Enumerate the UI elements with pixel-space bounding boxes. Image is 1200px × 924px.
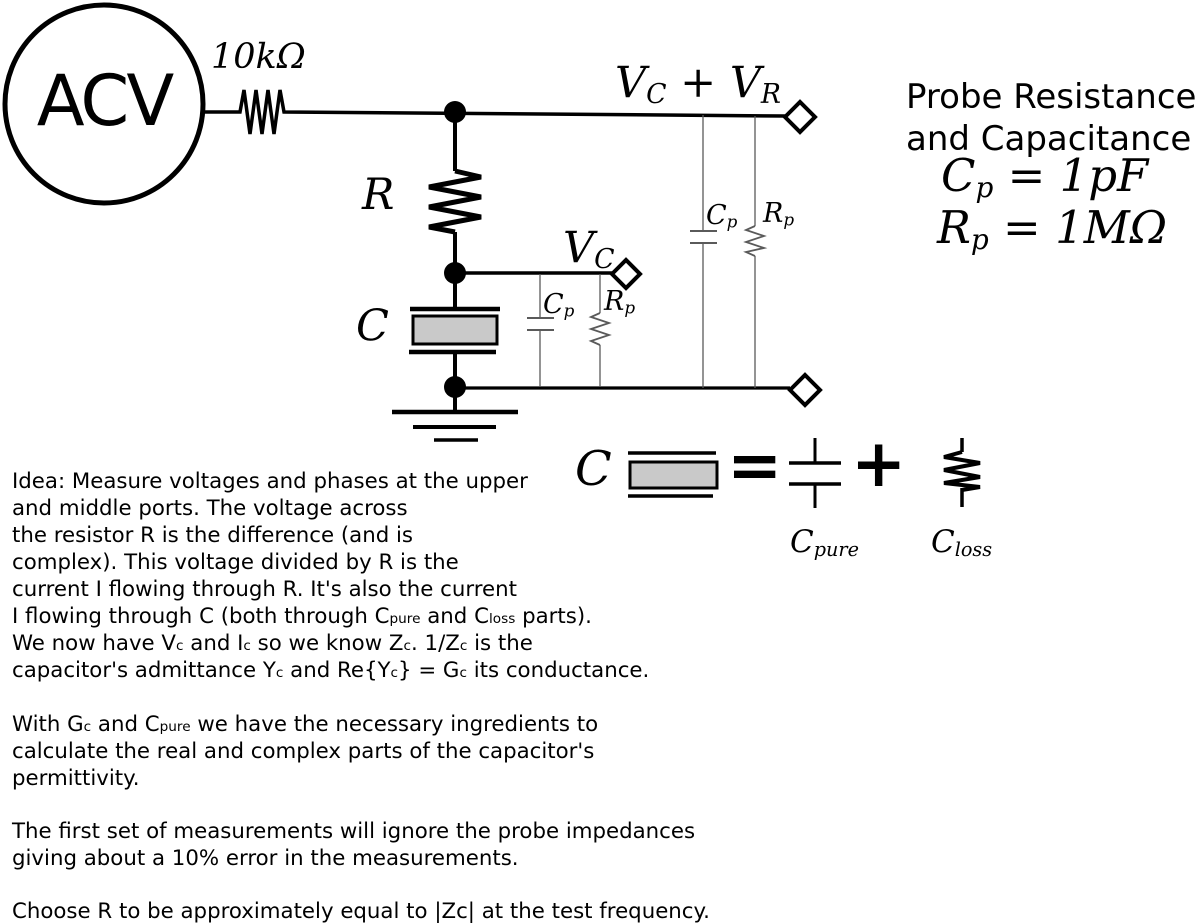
note-line: calculate the real and complex parts of … bbox=[12, 739, 595, 764]
top-port-diamond bbox=[782, 99, 818, 135]
probe-note-title-line2: and Capacitance bbox=[906, 119, 1192, 159]
bottom-port-diamond bbox=[787, 372, 823, 408]
mid-probe-res-label: Rp bbox=[604, 286, 636, 318]
ac-source-label: ACV bbox=[36, 60, 174, 142]
note-line: the resistor R is the difference (and is bbox=[12, 523, 414, 548]
equation-cpure-label: Cpure bbox=[790, 524, 859, 562]
equation-plus-sign: + bbox=[851, 424, 907, 502]
notes-paragraph-3: The first set of measurements will ignor… bbox=[12, 818, 695, 872]
notes-paragraph-4: Choose R to be approximately equal to |Z… bbox=[12, 898, 710, 924]
mid-probe-cap-label: Cp bbox=[543, 289, 575, 321]
eq-lossy-cap-slab bbox=[628, 460, 719, 490]
note-line: and middle ports. The voltage across bbox=[12, 496, 408, 521]
junction-dot-top bbox=[444, 101, 466, 123]
ac-source-circle bbox=[2, 2, 206, 206]
top-probe-res-zigzag bbox=[743, 225, 768, 257]
note-line: The first set of measurements will ignor… bbox=[12, 819, 696, 844]
note-line: With Gc and Cpure we have the necessary … bbox=[12, 712, 599, 737]
notes-paragraph-1: Idea: Measure voltages and phases at the… bbox=[12, 468, 649, 684]
note-line: We now have Vc and Ic so we know Zc. 1/Z… bbox=[12, 631, 533, 656]
note-line: current I flowing through R. It's also t… bbox=[12, 577, 517, 602]
top-port-label: VC + VR bbox=[615, 58, 781, 110]
probe-note-title: Probe Resistance and Capacitance bbox=[906, 76, 1196, 160]
series-resistor-and-top-wire bbox=[203, 89, 786, 135]
probe-res-value: Rp = 1MΩ bbox=[937, 201, 1168, 257]
mid-probe-res-zigzag bbox=[588, 312, 612, 346]
mid-port-label: VC bbox=[563, 223, 615, 275]
note-line: Idea: Measure voltages and phases at the… bbox=[12, 469, 528, 494]
equation-lhs-label: C bbox=[575, 441, 612, 497]
note-line: permittivity. bbox=[12, 766, 140, 791]
top-probe-cap-plates bbox=[690, 230, 717, 244]
eq-loss-res-zigzag bbox=[943, 450, 981, 492]
equation-equals-sign: = bbox=[727, 426, 783, 504]
notes-paragraph-2: With Gc and Cpure we have the necessary … bbox=[12, 711, 598, 792]
note-line: I flowing through C (both through Cpure … bbox=[12, 604, 592, 629]
note-line: giving about a 10% error in the measurem… bbox=[12, 846, 519, 871]
note-line: complex). This voltage divided by R is t… bbox=[12, 550, 459, 575]
mid-probe-cap-plates bbox=[527, 317, 554, 331]
probe-cap-value: Cp = 1pF bbox=[941, 149, 1149, 205]
note-line: Choose R to be approximately equal to |Z… bbox=[12, 899, 710, 924]
junction-dot-middle bbox=[444, 262, 466, 284]
resistor-r-label: R bbox=[362, 170, 395, 220]
capacitor-c-label: C bbox=[356, 301, 389, 351]
top-probe-res-label: Rp bbox=[763, 198, 795, 230]
series-resistor-label: 10kΩ bbox=[211, 37, 306, 77]
note-line: capacitor's admittance Yc and Re{Yc} = G… bbox=[12, 658, 650, 683]
junction-dot-bottom bbox=[444, 376, 466, 398]
top-probe-cap-label: Cp bbox=[706, 200, 738, 232]
resistor-r-zigzag bbox=[428, 168, 482, 235]
mid-port-diamond bbox=[609, 257, 643, 291]
eq-pure-cap-plates bbox=[789, 461, 841, 486]
equation-closs-label: Closs bbox=[931, 524, 993, 562]
capacitor-dielectric-slab bbox=[411, 314, 499, 346]
probe-note-title-line1: Probe Resistance bbox=[906, 77, 1197, 117]
